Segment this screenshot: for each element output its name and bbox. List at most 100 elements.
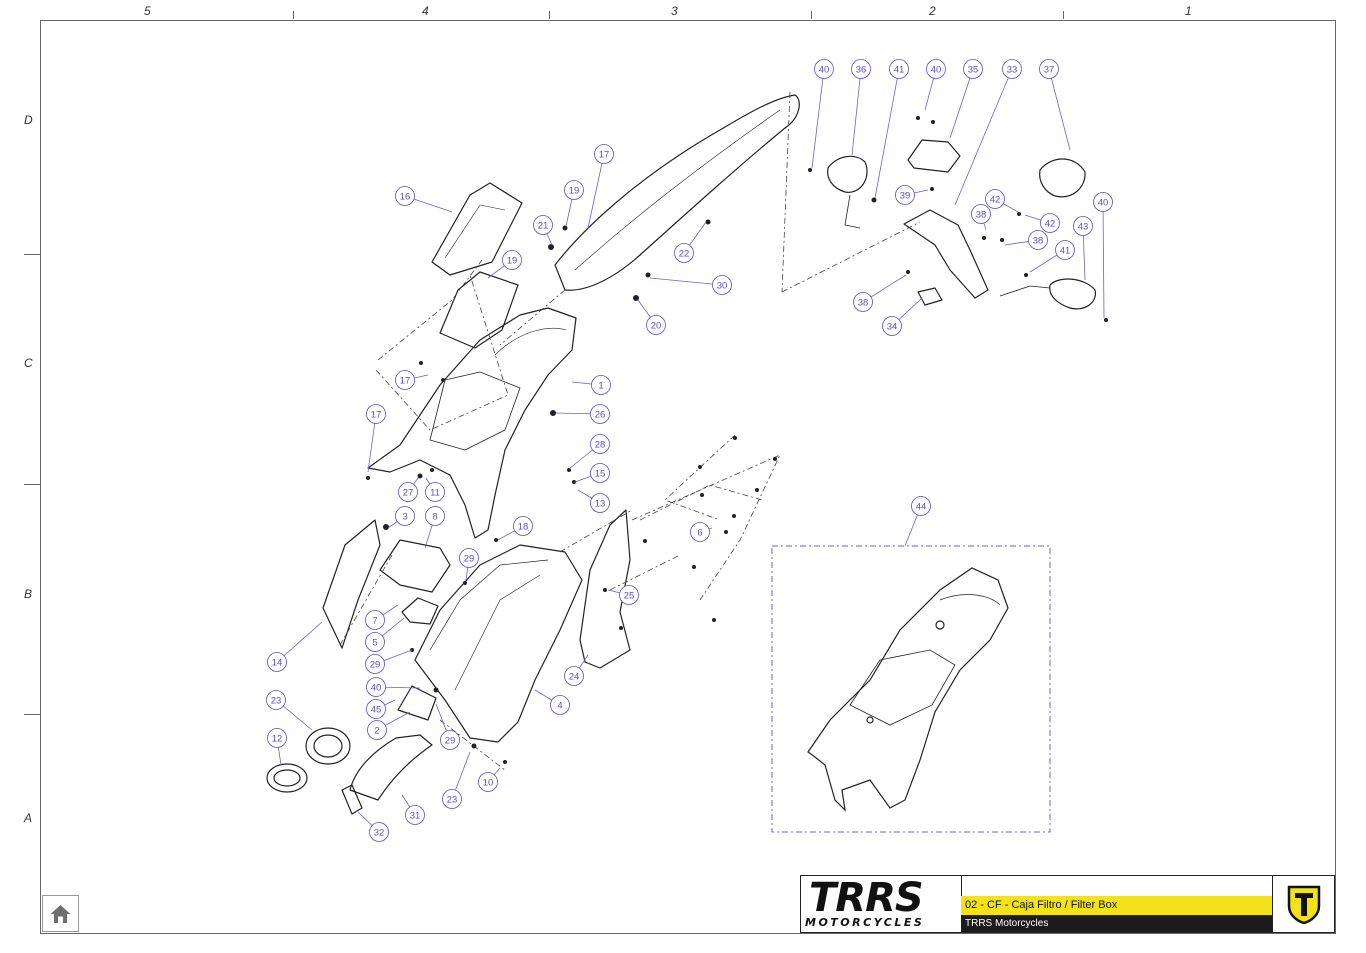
callout-bubble <box>1040 213 1060 233</box>
detail-assembled-airbox <box>807 567 1009 812</box>
part-intake-duct <box>349 734 433 801</box>
callout-number: 31 <box>410 811 421 822</box>
callout-number: 28 <box>595 440 606 451</box>
part-rear-fender <box>554 94 800 291</box>
callout-number: 26 <box>595 410 606 421</box>
part-gasket <box>439 271 519 349</box>
callout-bubble <box>425 506 445 526</box>
callout-number: 7 <box>372 616 377 627</box>
callout-number: 29 <box>370 660 381 671</box>
column-divider <box>549 11 550 19</box>
callout-number: 20 <box>651 321 662 332</box>
callout-number: 25 <box>624 591 635 602</box>
column-label: 3 <box>671 4 678 18</box>
callout-bubble <box>459 548 479 568</box>
callout-bubble <box>814 59 834 79</box>
callout-number: 37 <box>1044 65 1055 76</box>
callout-bubble <box>590 434 610 454</box>
callout-number: 29 <box>464 554 475 565</box>
callout-bubble <box>674 243 694 263</box>
row-divider <box>24 714 40 715</box>
part-indicator-right-top <box>1039 158 1086 198</box>
callout-number: 17 <box>400 376 411 387</box>
callout-number: 40 <box>371 683 382 694</box>
callout-leader <box>587 153 605 229</box>
callout-number: 12 <box>272 734 283 745</box>
callout-bubble <box>367 720 387 740</box>
callout-bubble <box>590 404 610 424</box>
callout-bubble <box>366 699 386 719</box>
callout-bubble <box>365 610 385 630</box>
callout-number: 5 <box>372 638 377 649</box>
column-label: 4 <box>422 4 429 18</box>
callout-bubble <box>963 59 983 79</box>
logo-wordmark: TRRS <box>809 875 924 921</box>
part-intake-ring <box>266 763 308 793</box>
callout-number: 38 <box>858 298 869 309</box>
callout-number: 14 <box>272 658 283 669</box>
callout-bubble <box>985 189 1005 209</box>
callout-bubble <box>851 59 871 79</box>
callout-bubble <box>440 730 460 750</box>
callout-number: 19 <box>569 186 580 197</box>
callout-bubble <box>690 522 710 542</box>
callout-number: 30 <box>717 281 728 292</box>
callout-number: 16 <box>400 192 411 203</box>
callout-number: 45 <box>371 705 382 716</box>
callout-bubble <box>478 772 498 792</box>
drawing-frame <box>40 20 1336 934</box>
callout-bubble <box>425 482 445 502</box>
callout-bubble <box>882 316 902 336</box>
callout-number: 15 <box>595 469 606 480</box>
callout-bubble <box>366 677 386 697</box>
part-air-filter <box>305 727 351 765</box>
callout-bubble <box>533 215 553 235</box>
callout-number: 38 <box>1033 236 1044 247</box>
callout-number: 41 <box>894 65 905 76</box>
row-label: C <box>24 356 33 370</box>
callout-leader <box>649 277 723 286</box>
callout-number: 2 <box>374 726 379 737</box>
part-plate <box>379 539 451 593</box>
callout-number: 35 <box>968 65 979 76</box>
callout-bubble <box>646 315 666 335</box>
part-indicator-right-bottom <box>1049 278 1096 310</box>
callout-number: 42 <box>1045 219 1056 230</box>
callout-bubble <box>405 805 425 825</box>
part-bracket <box>401 597 439 625</box>
callout-bubble <box>502 250 522 270</box>
row-label: D <box>24 113 33 127</box>
part-indicator-left <box>827 155 868 193</box>
callout-leader <box>851 68 862 156</box>
callout-number: 6 <box>697 528 702 539</box>
callout-bubble <box>1028 230 1048 250</box>
callout-bubble <box>564 180 584 200</box>
detail-view-frame <box>771 545 1051 833</box>
part-bracket-lower <box>397 685 437 721</box>
title-block: TRRS MOTORCYCLES 02 - CF - Caja Filtro /… <box>800 875 1335 933</box>
callout-bubble <box>564 666 584 686</box>
callout-bubble <box>398 482 418 502</box>
callout-bubble <box>1039 59 1059 79</box>
callout-number: 40 <box>1098 198 1109 209</box>
callout-bubble <box>895 185 915 205</box>
callout-leader <box>954 68 1013 206</box>
row-label: B <box>24 587 33 601</box>
callout-number: 22 <box>679 249 690 260</box>
callout-leader <box>1048 68 1071 151</box>
home-button[interactable] <box>42 895 79 932</box>
callout-leader <box>874 68 900 199</box>
callout-number: 11 <box>430 488 440 499</box>
callout-bubble <box>1055 240 1075 260</box>
callout-number: 29 <box>445 736 456 747</box>
part-airbox <box>414 544 583 743</box>
part-tail-light <box>907 139 961 173</box>
callout-number: 41 <box>1060 246 1071 257</box>
callout-number: 40 <box>931 65 942 76</box>
part-upper-cover <box>367 307 577 539</box>
callout-bubble <box>591 375 611 395</box>
callout-bubble <box>395 506 415 526</box>
column-label: 1 <box>1185 4 1192 18</box>
callout-number: 40 <box>819 65 830 76</box>
